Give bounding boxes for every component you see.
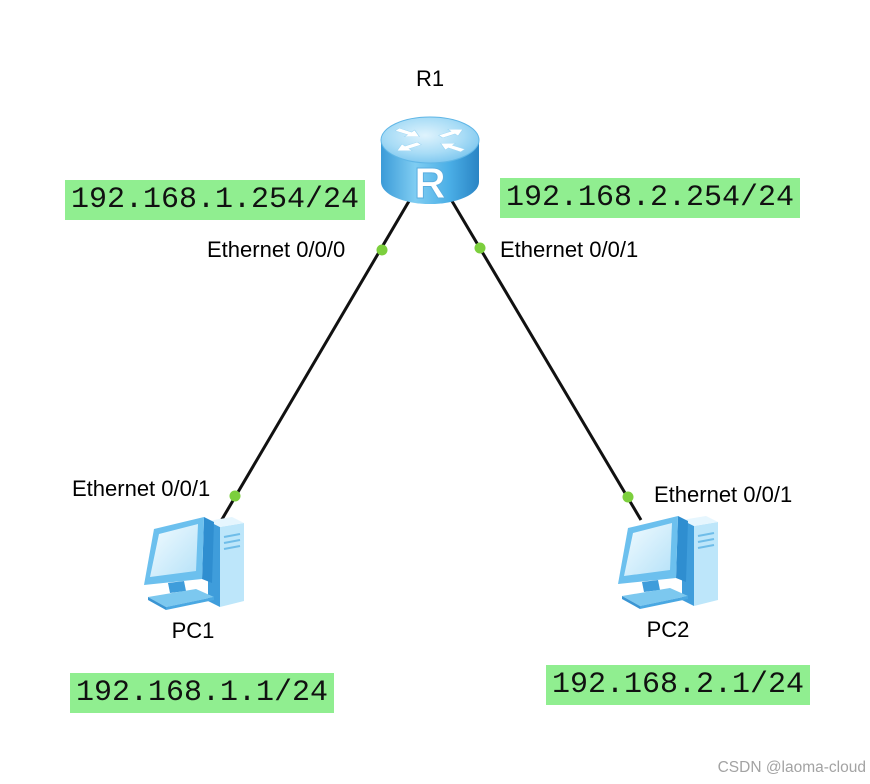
pc2-e001-port-dot <box>622 491 634 503</box>
pc1-ip-label: 192.168.1.1/24 <box>70 673 335 713</box>
pc2-name-label: PC2 <box>646 617 690 642</box>
r1-e001-ip-label: 192.168.2.254/24 <box>500 178 801 218</box>
router-icon: R <box>380 116 480 209</box>
watermark: CSDN @laoma-cloud <box>717 759 866 776</box>
r1-e000-interface-label: Ethernet 0/0/0 <box>207 237 346 262</box>
r1-e000-ip-label: 192.168.1.254/24 <box>65 180 366 220</box>
router-letter: R <box>414 159 446 208</box>
pc2-e001-interface-label: Ethernet 0/0/1 <box>654 482 793 507</box>
pc1-e001-port-dot <box>229 490 241 502</box>
pc-icon <box>617 515 719 610</box>
pc1-e001-interface-label: Ethernet 0/0/1 <box>72 476 211 501</box>
pc-icon <box>143 516 245 611</box>
pc2-ip-label: 192.168.2.1/24 <box>546 665 811 705</box>
r1-e001-interface-label: Ethernet 0/0/1 <box>500 237 639 262</box>
pc1-name-label: PC1 <box>171 618 215 643</box>
r1-e001-port-dot <box>474 242 486 254</box>
r1-e000-port-dot <box>376 244 388 256</box>
r1-name-label: R1 <box>415 66 445 91</box>
